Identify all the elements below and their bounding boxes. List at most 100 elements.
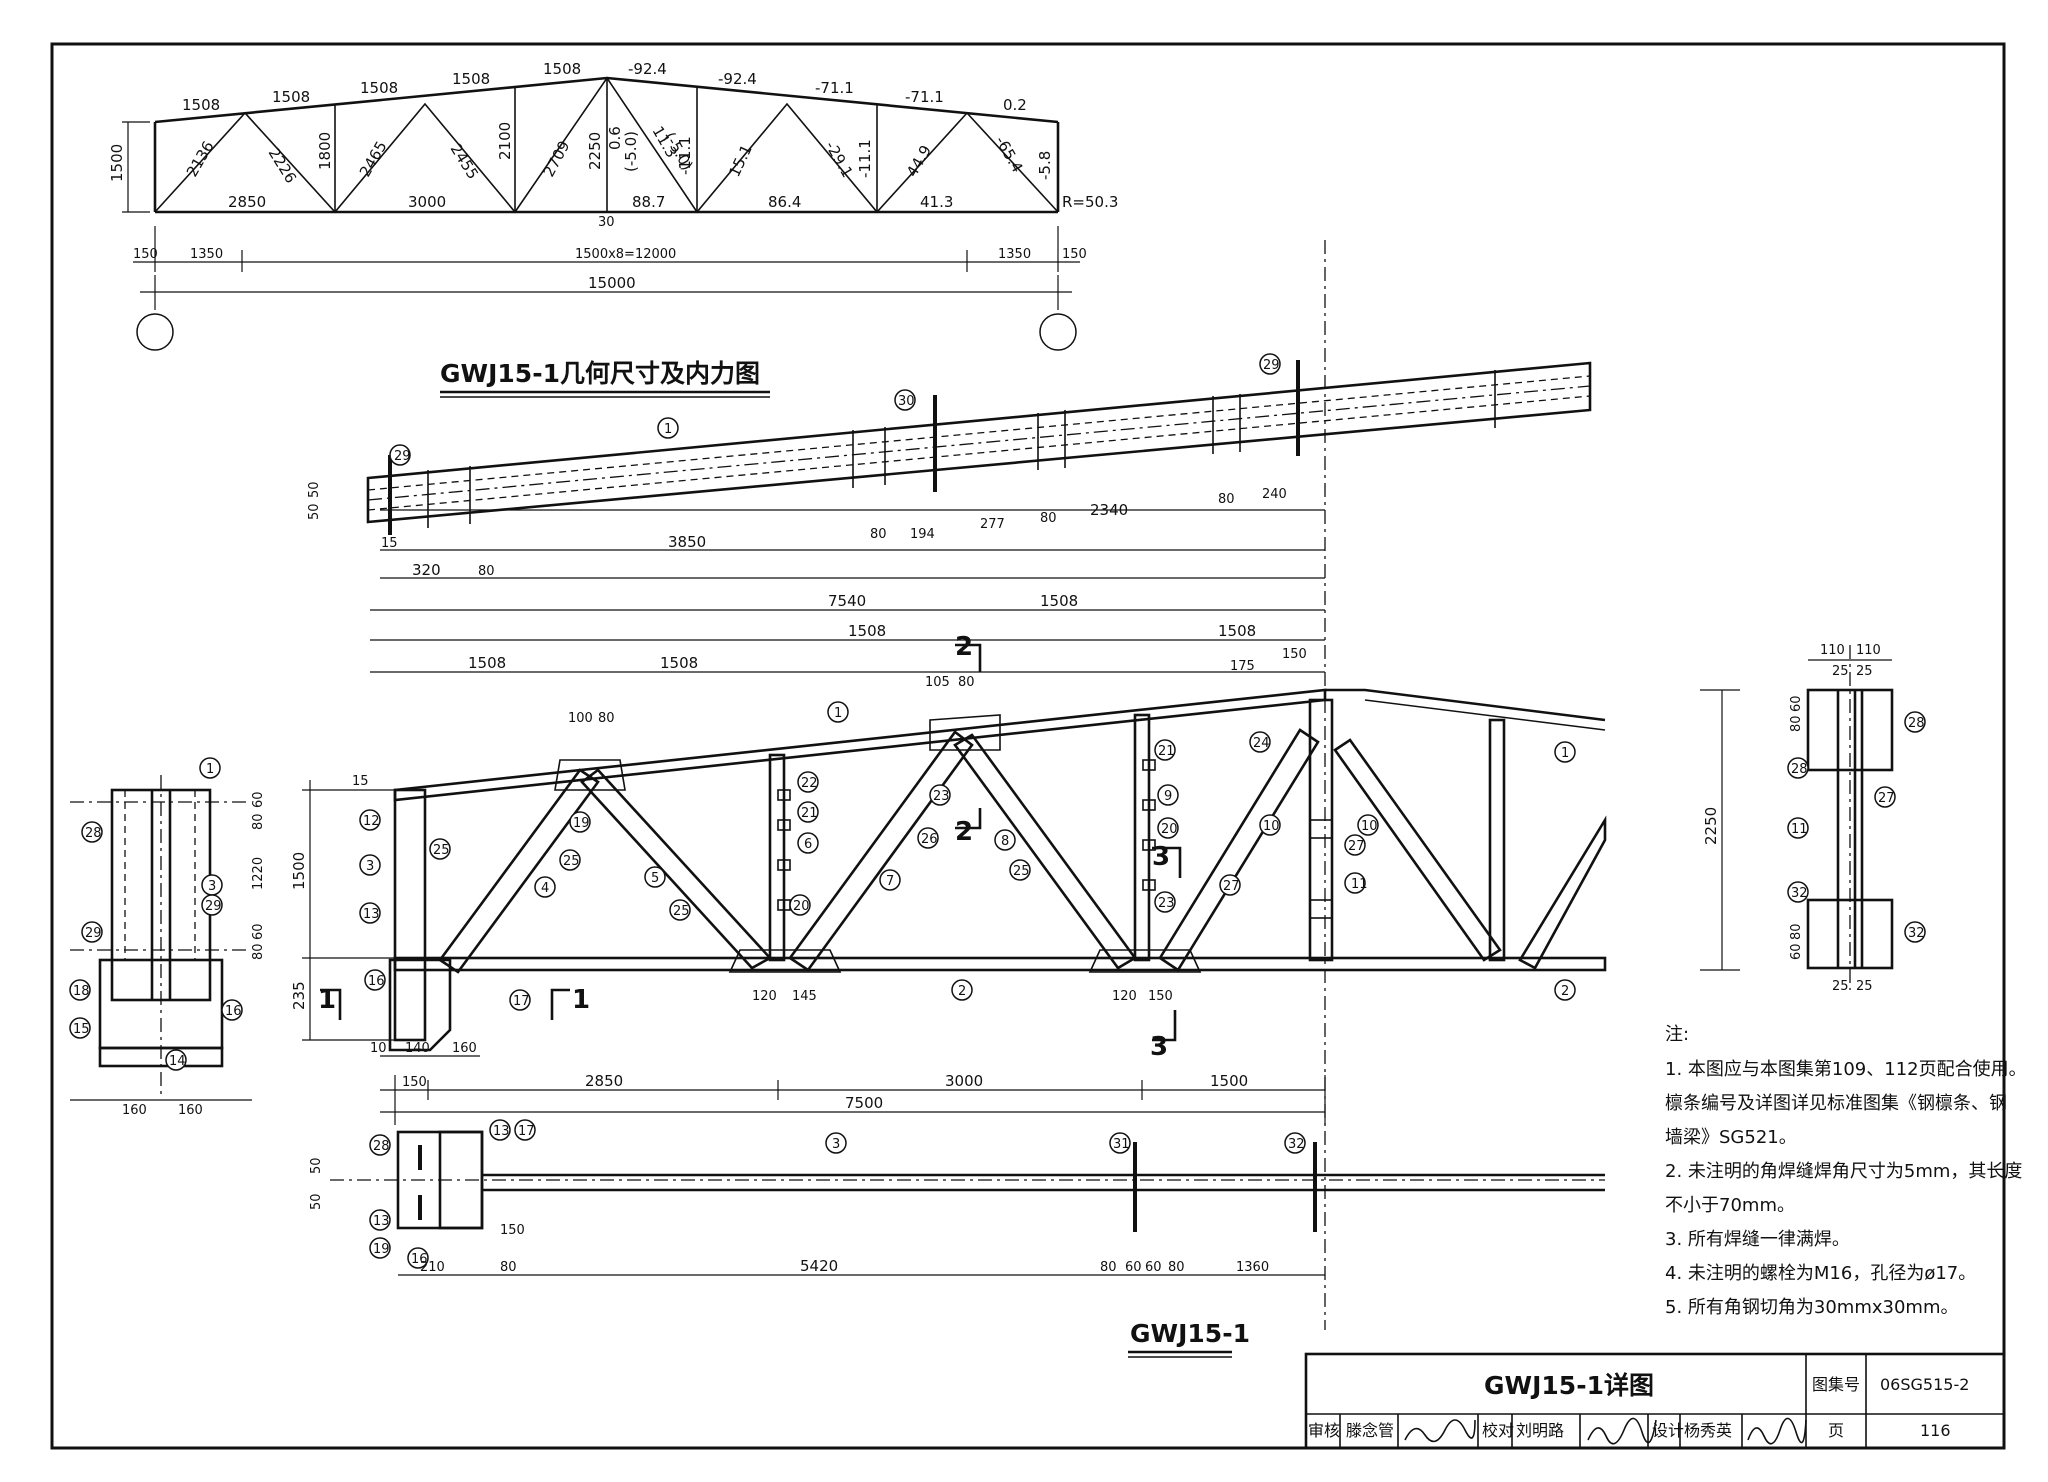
part-number: 6: [804, 837, 812, 852]
left-height: 15: [352, 774, 369, 789]
diag-length: 2226: [265, 145, 301, 187]
section-side: 60: [1789, 695, 1804, 712]
dim: 1350: [998, 247, 1031, 262]
section-mark: 3: [1150, 1032, 1168, 1062]
part-number: 1: [206, 762, 214, 777]
top-chord-force: -71.1: [815, 79, 854, 97]
node-dim: 175: [1230, 659, 1255, 674]
top-chord-length: 1508: [272, 88, 310, 106]
part-number: 16: [411, 1252, 428, 1267]
part-number: 30: [898, 394, 915, 409]
atlas-label: 图集号: [1812, 1375, 1860, 1394]
web-diagonal: [1518, 815, 1607, 970]
reaction-label: R=50.3: [1062, 193, 1118, 211]
node-dim: 100: [568, 711, 593, 726]
reviewer-name: 滕念管: [1346, 1421, 1394, 1440]
part-number: 8: [1001, 834, 1009, 849]
section-left: 160 160 80 60 1220 60 80 1 28 3 29 29 18…: [69, 757, 266, 1118]
top-chord-length: 1508: [543, 60, 581, 78]
bottom-dim: 3000: [945, 1072, 983, 1090]
diag-force: 44.9: [903, 142, 935, 180]
top-plan-side: 50: [307, 503, 322, 520]
notes: 注: 1. 本图应与本图集第109、112页配合使用。 檩条编号及详图详见标准图…: [1665, 1024, 2027, 1318]
part-number: 18: [73, 984, 90, 999]
top-plan-dim: 80: [478, 564, 495, 579]
top-plan-dim: 240: [1262, 487, 1287, 502]
title-block: GWJ15-1详图 图集号 06SG515-2 审核 滕念管 校对 刘明路 设计…: [1304, 1352, 2006, 1450]
end-post: [393, 788, 427, 1042]
designer-name: 杨秀英: [1684, 1421, 1732, 1440]
part-number: 3: [366, 859, 374, 874]
dim: 1350: [190, 247, 223, 262]
bottom-plan-dim: 60: [1125, 1260, 1142, 1275]
bottom-dim: 140: [405, 1041, 430, 1056]
note-line: 檩条编号及详图详见标准图集《钢檩条、钢: [1665, 1093, 2007, 1114]
axis-bubble: [136, 313, 174, 351]
part-number: 3: [208, 879, 216, 894]
web-vertical: [1488, 718, 1506, 962]
node-small-dim: 120: [752, 989, 777, 1004]
gusset-plate: [728, 949, 842, 973]
part-number: 20: [793, 899, 810, 914]
section-dim: 25: [1832, 979, 1849, 994]
part-number: 10: [1361, 819, 1378, 834]
part-number: 31: [1113, 1137, 1130, 1152]
part-number: 29: [85, 926, 102, 941]
height-dim: 1500: [108, 144, 126, 182]
part-number: 2: [958, 984, 966, 999]
part-number: 7: [886, 874, 894, 889]
part-number: 19: [373, 1242, 390, 1257]
part-number: 26: [921, 832, 938, 847]
bottom-length: 2850: [228, 193, 266, 211]
bottom-dim: 1500: [1210, 1072, 1248, 1090]
bottom-plan-dim: 80: [1168, 1260, 1185, 1275]
section-right: 110 110 25 25 25 25 80 60 60 80 28 28 27…: [1787, 643, 1926, 994]
section-mark: 2: [955, 817, 973, 847]
note-line: 1. 本图应与本图集第109、112页配合使用。: [1665, 1059, 2027, 1080]
bottom-length: 3000: [408, 193, 446, 211]
dim: 150: [133, 247, 158, 262]
part-number: 15: [73, 1022, 90, 1037]
drawing-title: GWJ15-1详图: [1484, 1371, 1654, 1400]
diag-length: 2709: [540, 138, 574, 180]
end-gusset: [388, 958, 452, 1052]
part-number: 11: [1791, 822, 1808, 837]
part-number: 24: [1253, 736, 1270, 751]
section-dim: 80: [251, 943, 266, 960]
top-plan-total: 7540: [828, 592, 866, 610]
part-number: 23: [1158, 896, 1175, 911]
part-number: 28: [1791, 762, 1808, 777]
top-chord-force: -92.4: [718, 70, 757, 88]
notes-heading: 注:: [1665, 1024, 1689, 1045]
geometry-title: GWJ15-1几何尺寸及内力图: [440, 359, 760, 388]
top-chord-force: 0.2: [1003, 96, 1027, 114]
part-number: 17: [513, 994, 530, 1009]
bottom-plan-side: 50: [309, 1193, 324, 1210]
left-height: 1500: [290, 852, 308, 890]
gusset-plate: [929, 714, 1001, 751]
top-plan-dim: 320: [412, 561, 441, 579]
part-number: 29: [1263, 358, 1280, 373]
diag-force: -11.1: [676, 136, 694, 175]
vertical-length: 2100: [496, 122, 514, 160]
top-plan-dim: 80: [1218, 492, 1235, 507]
bottom-chord: [393, 956, 1607, 972]
design-label: 设计: [1652, 1421, 1684, 1440]
span-dim: 15000: [588, 274, 636, 292]
part-number: 17: [518, 1124, 535, 1139]
part-number: 11: [1351, 877, 1368, 892]
top-chord-length: 1508: [452, 70, 490, 88]
bottom-force: 88.7: [632, 193, 665, 211]
section-dim: 1220: [251, 857, 266, 890]
part-number: 16: [225, 1004, 242, 1019]
diag-force: -29.1: [822, 138, 857, 181]
dim: 1500x8=12000: [575, 247, 676, 262]
sheet-border: [50, 42, 2006, 1450]
part-number: 4: [541, 881, 549, 896]
part-number: 2: [1561, 984, 1569, 999]
node-dim: 80: [598, 711, 615, 726]
section-side: 80: [1789, 715, 1804, 732]
part-number: 19: [573, 816, 590, 831]
part-number: 27: [1223, 879, 1240, 894]
web-vertical: [1133, 713, 1151, 962]
